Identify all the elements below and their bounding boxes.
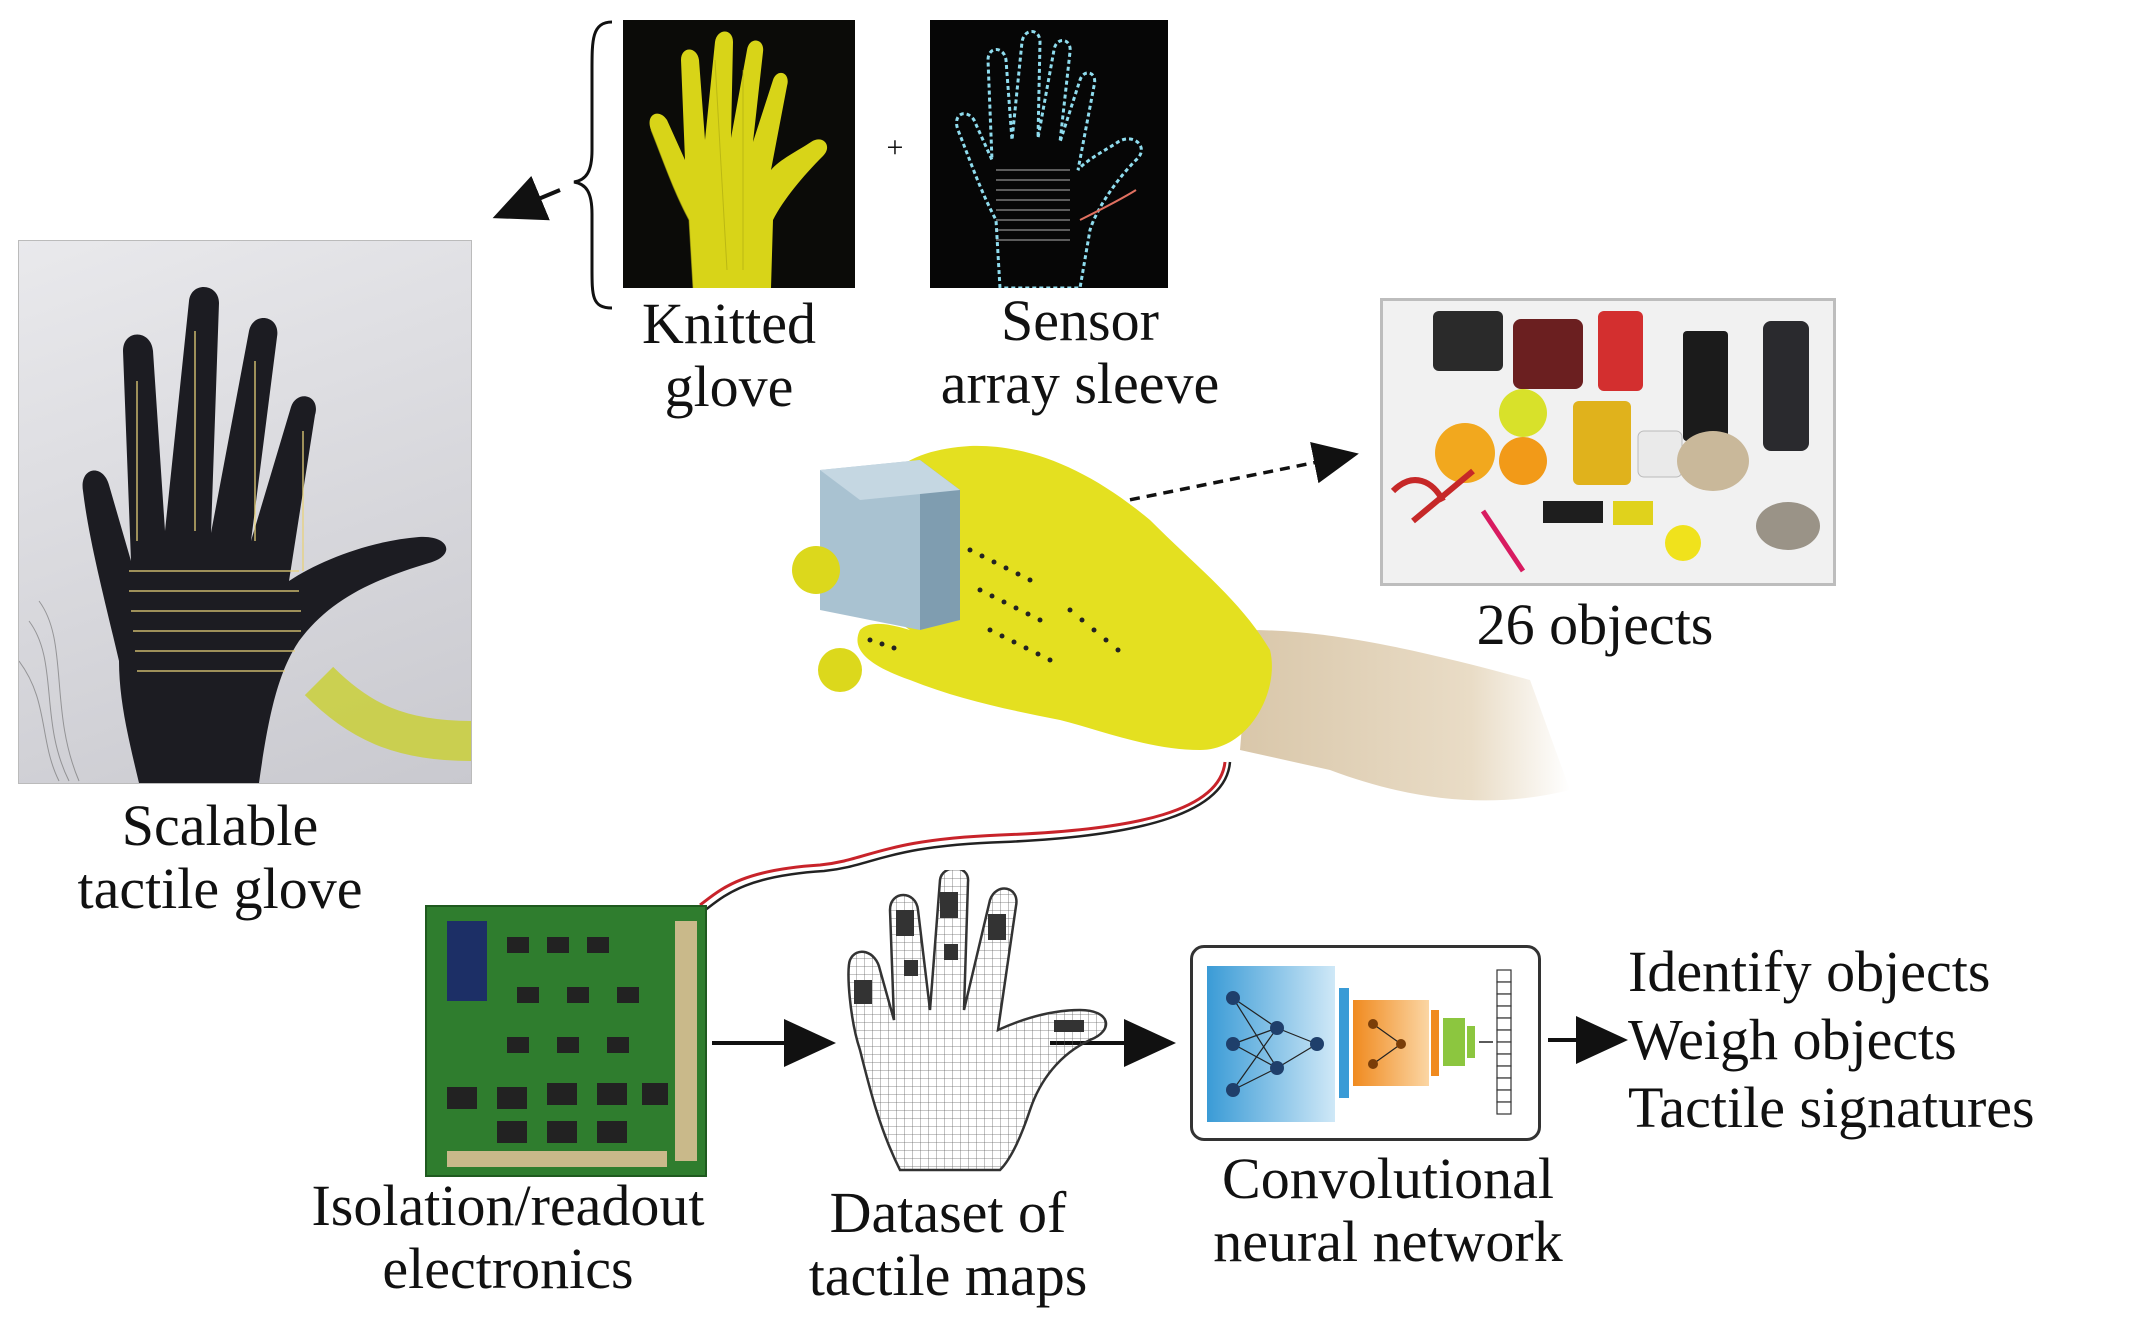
hand-glove-icon <box>792 445 1570 801</box>
pcb-icon <box>447 921 697 1167</box>
cnn-icon <box>1207 966 1512 1122</box>
knitted-glove-photo <box>623 20 855 288</box>
cable-black <box>703 761 1232 912</box>
plus-sign: + <box>886 131 904 164</box>
outputs-list: Identify objects Weigh objects Tactile s… <box>1628 938 2035 1142</box>
cnn-diagram <box>1190 945 1541 1141</box>
output-identify-objects: Identify objects <box>1628 939 1991 1004</box>
scalable-glove-photo <box>18 240 472 784</box>
output-tactile-signatures: Tactile signatures <box>1628 1075 2035 1140</box>
objects-icon <box>1390 311 1820 573</box>
knitted-glove-icon <box>649 31 828 288</box>
scalable-glove-icon <box>19 286 471 783</box>
cable-red <box>699 761 1227 907</box>
sensor-sleeve-icon <box>955 30 1143 288</box>
sensor-sleeve-photo <box>930 20 1168 288</box>
pcb-board <box>425 905 707 1177</box>
brace <box>573 20 613 310</box>
objects-photo <box>1380 298 1836 586</box>
tactile-map-icon <box>847 870 1108 1172</box>
arrow-to-scalable-glove <box>492 175 561 221</box>
objects-label: 26 objects <box>1476 592 1714 657</box>
hand-glove-holding-cube <box>770 430 1570 870</box>
tactile-map-hand <box>840 870 1130 1180</box>
output-weigh-objects: Weigh objects <box>1628 1007 1957 1072</box>
